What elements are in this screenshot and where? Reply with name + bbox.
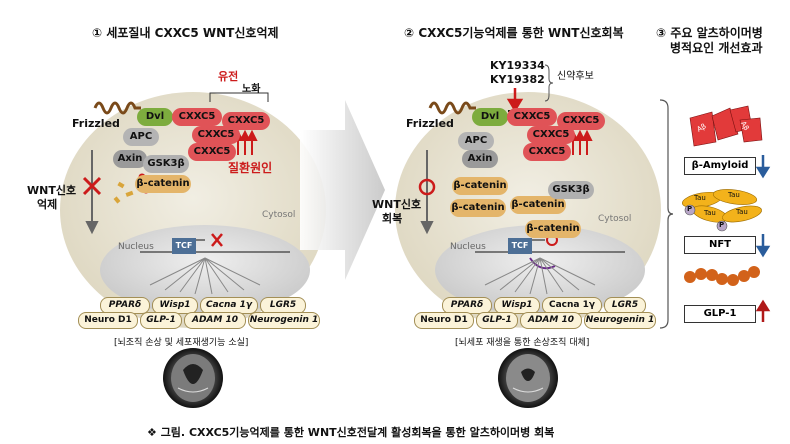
apc-1: APC [123, 128, 159, 146]
frizzled-label-2: Frizzled [406, 117, 454, 130]
amyloid-box: β-Amyloid [684, 157, 756, 175]
brain-scan-1 [163, 348, 223, 408]
gene-1-5: Neuro D1 [78, 312, 138, 329]
tcf-2: TCF [508, 238, 532, 254]
dvl-2: Dvl [472, 108, 508, 126]
inhibitor-arrow [506, 88, 524, 113]
tau-p-2: P [719, 221, 725, 229]
panel1-header: ① 세포질내 CXXC5 WNT신호억제 [92, 26, 279, 40]
amyloid-plaque-icon [689, 105, 763, 147]
nft-down-arrow [755, 234, 771, 258]
tau-p-1: P [687, 205, 693, 213]
wnt-recover-label-2: 회복 [382, 212, 403, 225]
tau-phospho-icons [684, 204, 728, 232]
frizzled-label-1: Frizzled [72, 117, 120, 130]
gene-2-2: Wisp1 [494, 297, 540, 314]
recovery-circle-2 [418, 178, 436, 196]
nft-box: NFT [684, 236, 756, 254]
glp1-box: GLP-1 [684, 305, 756, 323]
cxxc5-1a: CXXC5 [222, 112, 270, 130]
nucleus-2 [435, 225, 645, 315]
gene-2-6: GLP-1 [476, 312, 518, 329]
cxxc5-1b: CXXC5 [192, 126, 240, 144]
frizzled-receptor-1 [93, 101, 141, 115]
tcf-block-x-1 [211, 233, 223, 247]
inhibition-x-1 [82, 176, 102, 196]
glp1-chain-icon [684, 266, 760, 286]
cxxc5-2b: CXXC5 [527, 126, 575, 144]
panel3-header-line1: ③ 주요 알츠하이머병 [656, 26, 763, 40]
degradation-fragments [113, 181, 134, 204]
wnt-inhibit-label-1: WNT신호 [27, 184, 77, 197]
beta-catenin-2c: β-catenin [510, 196, 566, 214]
panel1-caption: [뇌조직 손상 및 세포재생기능 소실] [114, 338, 249, 348]
tau-label-4: Tau [736, 208, 748, 216]
tau-label-2: Tau [728, 191, 740, 199]
cxxc5-bound-1: CXXC5 [172, 108, 222, 126]
target-gene-arrows-1 [149, 257, 261, 295]
cxxc5-2c: CXXC5 [523, 143, 571, 161]
aging-bracket [209, 92, 269, 102]
gsk3b-2: GSK3β [548, 181, 594, 199]
aging-label: 노화 [242, 84, 261, 95]
gene-1-7: ADAM 10 [184, 312, 246, 329]
nucleus-label-1: Nucleus [118, 242, 154, 252]
frizzled-receptor-2 [428, 101, 476, 115]
nucleus-1 [100, 225, 310, 315]
mrna-2 [529, 257, 556, 270]
tcf-1: TCF [172, 238, 196, 254]
candidate-bracket [544, 64, 554, 102]
gene-2-8: Neurogenin 1 [584, 312, 656, 329]
cxxc5-2a: CXXC5 [557, 112, 605, 130]
effects-bracket [659, 99, 674, 329]
wnt-recover-label-1: WNT신호 [372, 198, 422, 211]
panel2-header: ② CXXC5기능억제를 통한 WNT신호회복 [404, 26, 624, 40]
tau-label-3: Tau [704, 209, 716, 217]
drug-candidate-label: 신약후보 [557, 71, 594, 82]
glp1-up-arrow [755, 299, 771, 322]
amyloid-down-arrow [755, 155, 771, 179]
genetics-label: 유전 [218, 70, 239, 83]
panel3-header-line2: 병적요인 개선효과 [670, 41, 763, 55]
beta-catenin-2b: β-catenin [450, 199, 506, 217]
beta-catenin-2a: β-catenin [452, 177, 508, 195]
cytosol-label-2: Cytosol [598, 214, 632, 224]
gene-1-6: GLP-1 [140, 312, 182, 329]
dvl-1: Dvl [137, 108, 173, 126]
gsk3b-1: GSK3β [143, 155, 189, 173]
cxxc5-1c: CXXC5 [188, 143, 236, 161]
figure-footer-caption: ❖ 그림. CXXC5기능억제를 통한 WNT신호전달계 활성회복을 통한 알츠… [147, 426, 555, 439]
compound-ky19382: KY19382 [490, 73, 545, 86]
wnt-inhibit-label-2: 억제 [37, 198, 58, 211]
cxxc5-bound-2: CXXC5 [507, 108, 557, 126]
axin-2: Axin [462, 150, 498, 168]
tau-tangle-icon [681, 189, 762, 223]
gene-2-7: ADAM 10 [520, 312, 582, 329]
wnt-signal-arrows [85, 150, 434, 235]
disease-cause-label: 질환원인 [228, 161, 273, 175]
axin-1: Axin [113, 150, 147, 168]
beta-catenin-1: β-catenin [135, 175, 191, 193]
gene-1-8: Neurogenin 1 [248, 312, 320, 329]
compound-ky19334: KY19334 [490, 59, 545, 72]
tau-label-1: Tau [694, 194, 706, 202]
nucleus-label-2: Nucleus [450, 242, 486, 252]
apc-2: APC [458, 132, 494, 150]
gene-2-5: Neuro D1 [414, 312, 474, 329]
panel2-caption: [뇌세포 재생을 통한 손상조직 대체] [455, 338, 590, 348]
cytosol-label-1: Cytosol [262, 210, 296, 220]
transition-arrow [300, 100, 385, 280]
target-gene-arrows-2 [484, 257, 596, 295]
beta-catenin-2d: β-catenin [525, 220, 581, 238]
brain-scan-2 [498, 348, 558, 408]
